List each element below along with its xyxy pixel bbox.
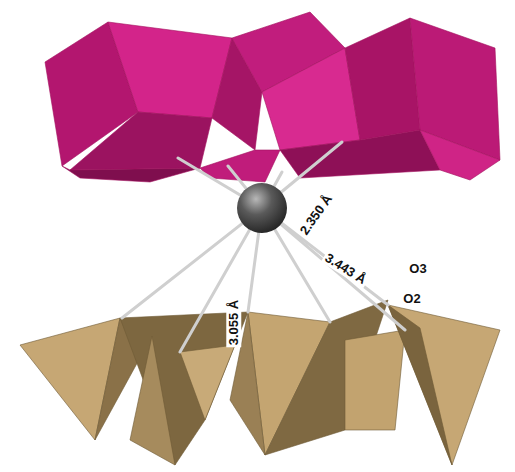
tetrahedra-layer	[20, 300, 500, 465]
bond-length: 3.055 Å	[226, 297, 241, 347]
metal-atom	[237, 183, 287, 233]
bond-length: 2.350 Å	[296, 189, 337, 238]
atom-label: O3	[407, 261, 428, 276]
bond-length: 3.443 Å	[321, 249, 371, 288]
bond-lines	[122, 142, 405, 352]
octahedra-layer	[45, 12, 500, 182]
atom-label: O2	[401, 291, 422, 306]
